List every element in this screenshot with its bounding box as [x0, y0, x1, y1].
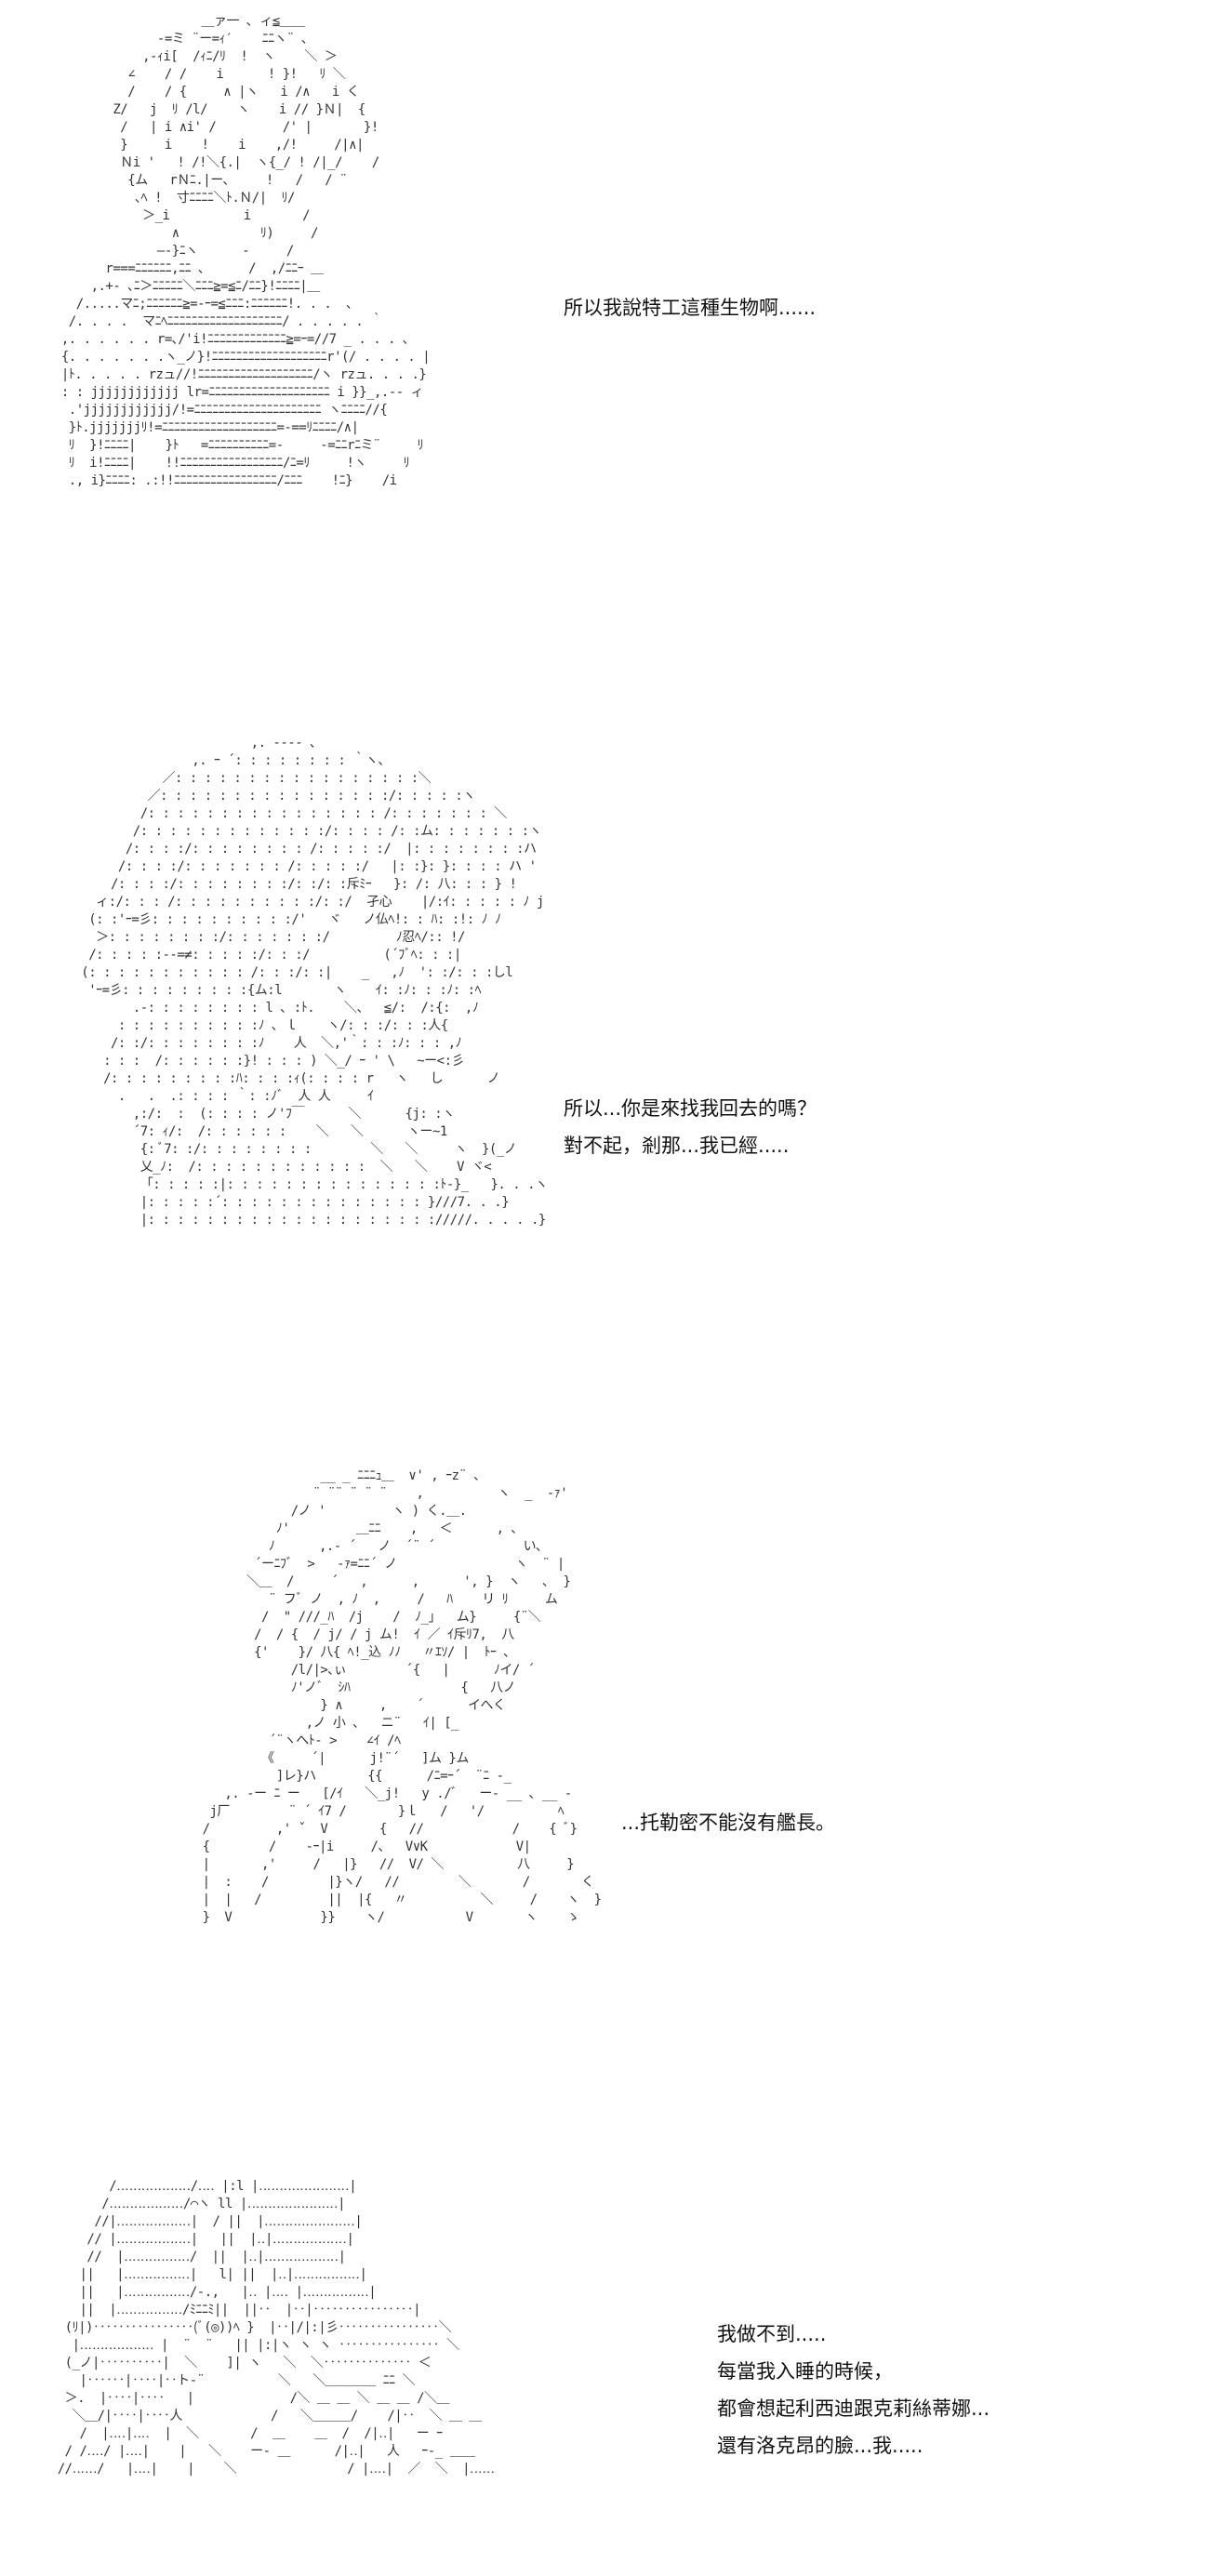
dialogue-line: 還有洛克昂的臉...我.....: [717, 2435, 923, 2457]
dialogue-line: 都會想起利西迪跟克莉絲蒂娜...: [717, 2397, 990, 2420]
panel-4: /‥‥‥‥‥‥‥‥‥/‥‥ |:l |‥‥‥‥‥‥‥‥‥‥‥| /‥‥‥‥‥‥‥…: [0, 2167, 1209, 2576]
dialogue-box: ...托勒密不能沒有艦長。: [621, 1804, 835, 1841]
dialogue-line: 所以我說特工這種生物啊......: [564, 297, 817, 319]
dialogue-line: 每當我入睡的時候，: [717, 2360, 893, 2383]
dialogue-box: 我做不到..... 每當我入睡的時候， 都會想起利西迪跟克莉絲蒂娜... 還有洛…: [717, 2316, 990, 2464]
character-ascii-art: /‥‥‥‥‥‥‥‥‥/‥‥ |:l |‥‥‥‥‥‥‥‥‥‥‥| /‥‥‥‥‥‥‥…: [57, 2179, 495, 2476]
dialogue-box: 所以我說特工這種生物啊......: [564, 289, 816, 326]
character-ascii-art: __ _ ﾆﾆﾆｭ＿ ∨' , ｰz¨ ､ ¨ ¨¨ ¨ ¨ ¨ , ヽ _ -…: [202, 1468, 603, 1925]
dialogue-line: ...托勒密不能沒有艦長。: [621, 1812, 836, 1834]
panel-1: ＿ァ一 ､ ィ≦＿＿ -=ミ ¨ー=ｨ′ ﾆﾆヽ¨ ､ ,-ｨi[ /ｨﾆ/ﾘ …: [0, 0, 1209, 716]
character-ascii-art: ,. -‐-‐ ､ ,. ｰ ´: : : : : : : : ｀ヽ、 ／: :…: [81, 736, 548, 1228]
panel-3: __ _ ﾆﾆﾆｭ＿ ∨' , ｰz¨ ､ ¨ ¨¨ ¨ ¨ ¨ , ヽ _ -…: [0, 1460, 1209, 2167]
dialogue-box: 所以...你是來找我回去的嗎？ 對不起，剎那...我已經.....: [564, 1090, 817, 1164]
dialogue-line: 對不起，剎那...我已經.....: [564, 1135, 790, 1157]
dialogue-line: 我做不到.....: [717, 2323, 827, 2345]
character-ascii-art: ＿ァ一 ､ ィ≦＿＿ -=ミ ¨ー=ｨ′ ﾆﾆヽ¨ ､ ,-ｨi[ /ｨﾆ/ﾘ …: [60, 14, 431, 488]
dialogue-line: 所以...你是來找我回去的嗎？: [564, 1097, 817, 1120]
panel-2: ,. -‐-‐ ､ ,. ｰ ´: : : : : : : : ｀ヽ、 ／: :…: [0, 725, 1209, 1441]
